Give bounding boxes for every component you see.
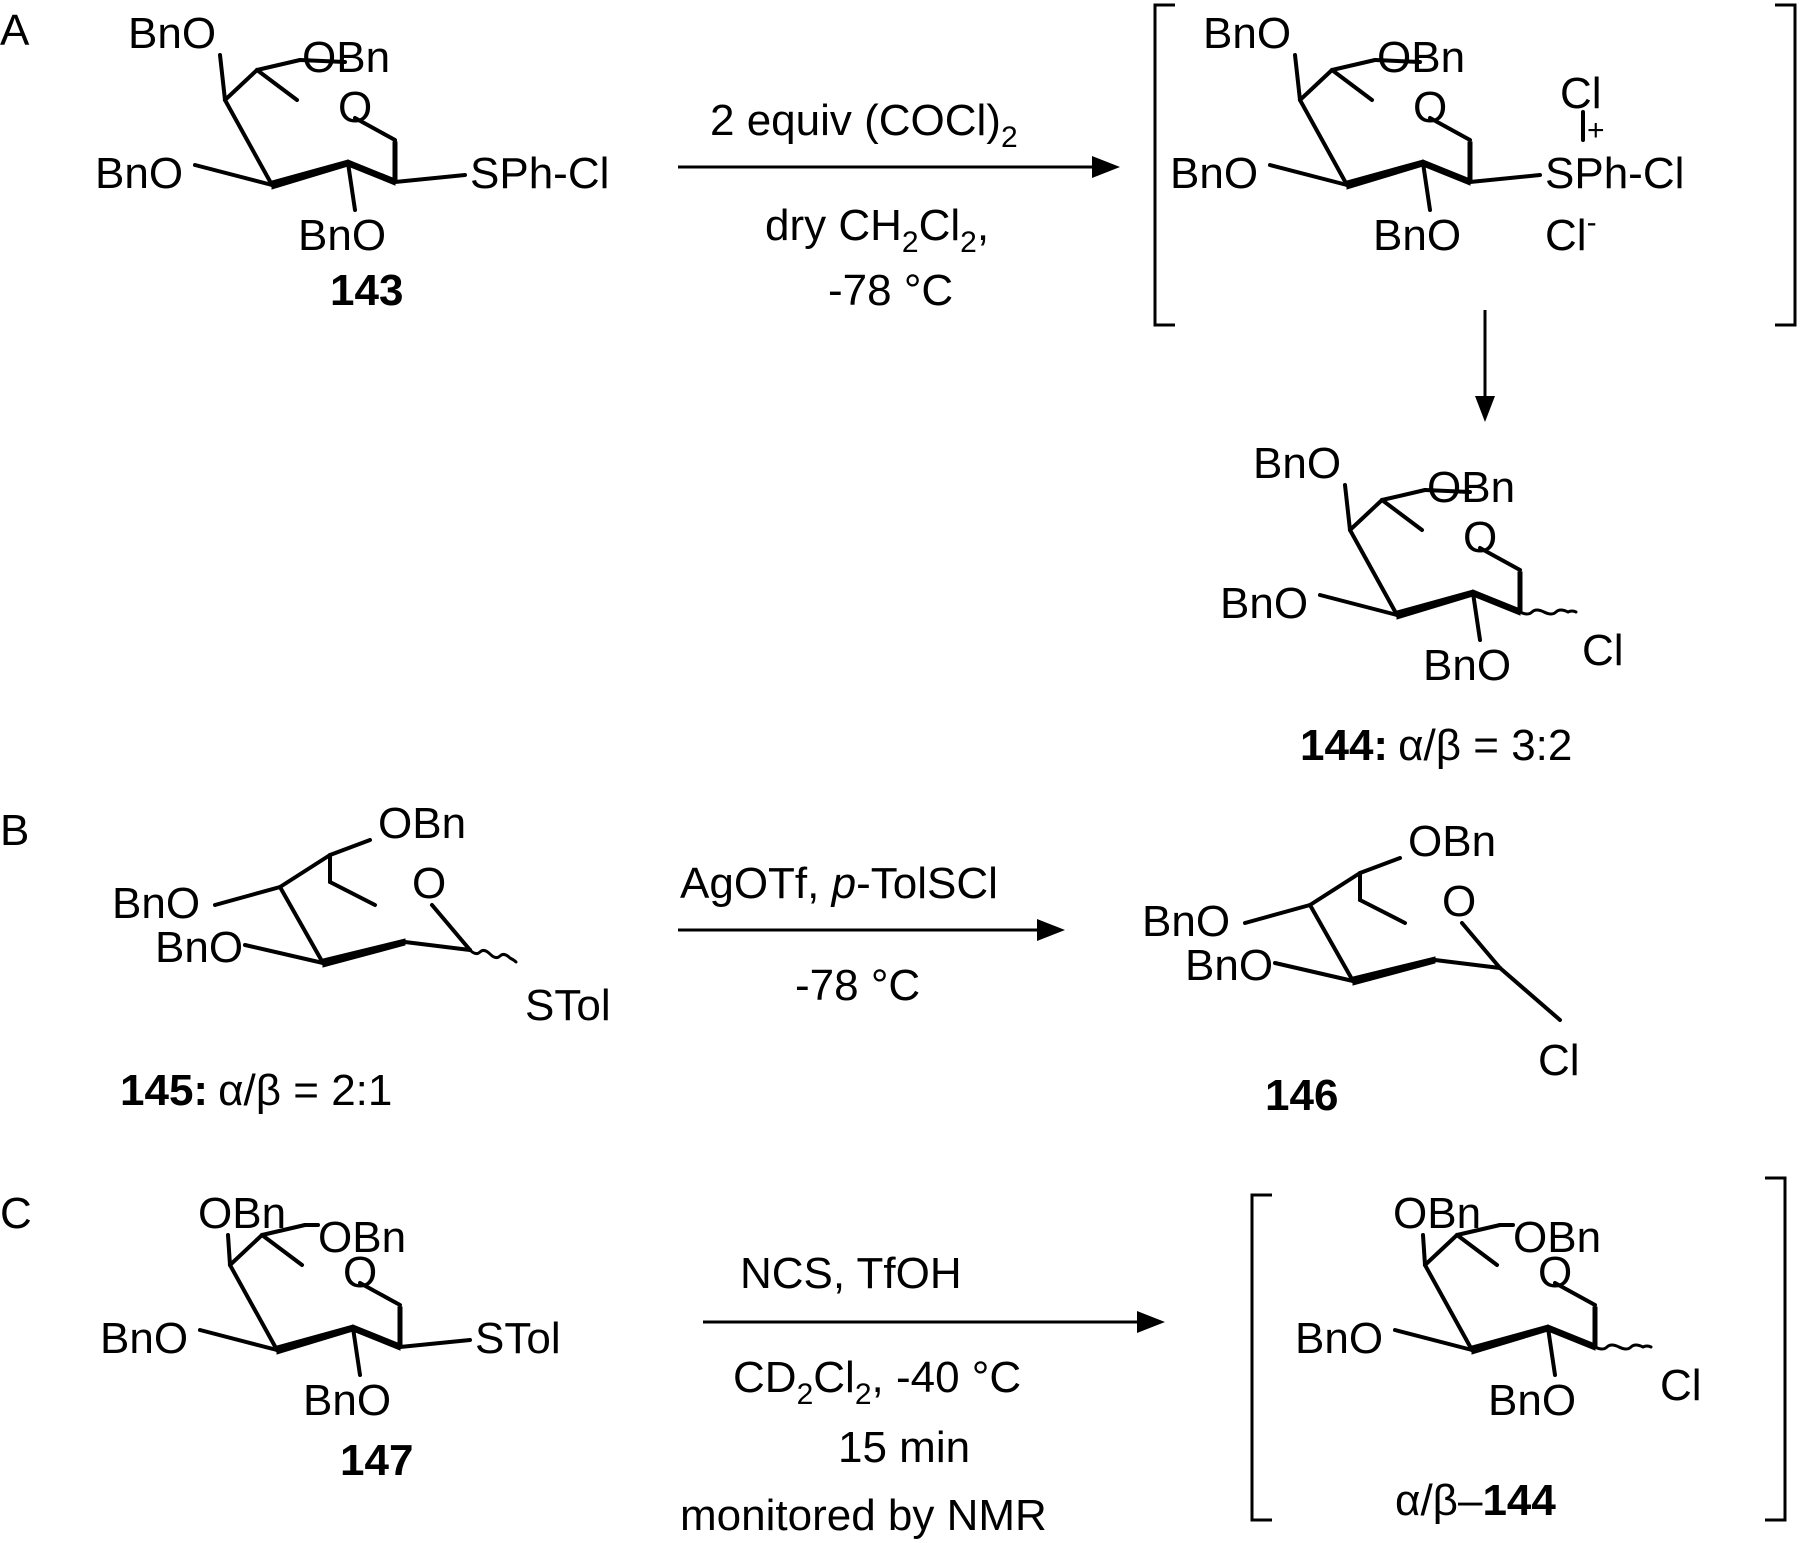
stol-label: STol	[475, 1314, 561, 1363]
structure-146: OBn O BnO BnO Cl 146	[1142, 817, 1580, 1120]
cl-label: Cl	[1582, 626, 1624, 675]
bno-label: BnO	[303, 1376, 391, 1425]
chloride-ion: Cl-	[1545, 206, 1597, 260]
bno-label: BnO	[155, 923, 243, 972]
compound-147-label: 147	[340, 1436, 413, 1485]
bno-label: BnO	[95, 149, 183, 198]
obn-label: OBn	[302, 33, 390, 82]
panel-label-c: C	[0, 1189, 32, 1238]
structure-144: BnO OBn O BnO BnO Cl 144:α/β = 3:2	[1220, 439, 1624, 770]
panel-label-a: A	[0, 6, 30, 55]
bno-label: BnO	[112, 879, 200, 928]
ring-o-label: O	[1463, 513, 1497, 562]
reagent-b-line1: AgOTf, p-TolSCl	[680, 859, 998, 908]
reaction-arrow-a: 2 equiv (COCl)2 dry CH2Cl2, -78 °C	[678, 96, 1120, 315]
bno-label: BnO	[298, 211, 386, 260]
bno-label: BnO	[100, 1314, 188, 1363]
bno-label: BnO	[1253, 439, 1341, 488]
reaction-arrow-down	[1475, 310, 1495, 422]
bno-label: BnO	[1185, 941, 1273, 990]
obn-label: OBn	[1427, 463, 1515, 512]
obn-label: OBn	[1393, 1189, 1481, 1238]
bno-label: BnO	[1373, 211, 1461, 260]
reagent-c-line3: 15 min	[838, 1423, 970, 1472]
ring-o-label: O	[412, 859, 446, 908]
obn-label: OBn	[1513, 1213, 1601, 1262]
ring-o-label: O	[1538, 1248, 1572, 1297]
sphcl-label: SPh-Cl	[1545, 149, 1684, 198]
ring-o-label: O	[1442, 877, 1476, 926]
plus-charge: +	[1587, 114, 1605, 147]
reagent-a-line1: 2 equiv (COCl)2	[710, 96, 1018, 154]
reagent-c-line4: monitored by NMR	[680, 1491, 1047, 1540]
reaction-arrow-b: AgOTf, p-TolSCl -78 °C	[678, 859, 1065, 1010]
intermediate-sulfonium: BnO OBn O BnO BnO SPh-Cl Cl + Cl-	[1153, 3, 1797, 327]
reagent-b-line2: -78 °C	[795, 961, 920, 1010]
structure-147: OBn OBn O BnO BnO STol 147	[100, 1189, 561, 1485]
ring-o-label: O	[338, 83, 372, 132]
obn-label: OBn	[318, 1213, 406, 1262]
structure-144-bracketed: OBn OBn O BnO BnO Cl α/β–144	[1250, 1176, 1787, 1525]
compound-144-label: 144:α/β = 3:2	[1300, 721, 1572, 770]
cl-label: Cl	[1660, 1361, 1702, 1410]
compound-143-label: 143	[330, 266, 403, 315]
bno-label: BnO	[1488, 1376, 1576, 1425]
obn-label: OBn	[198, 1189, 286, 1238]
cl-label: Cl	[1560, 69, 1602, 118]
compound-146-label: 146	[1265, 1071, 1338, 1120]
reagent-c-line1: NCS, TfOH	[740, 1249, 962, 1298]
cl-label: Cl	[1538, 1036, 1580, 1085]
compound-145-label: 145:α/β = 2:1	[120, 1066, 392, 1115]
bno-label: BnO	[1170, 149, 1258, 198]
structure-143: BnO OBn O BnO BnO SPh-Cl 143	[95, 9, 609, 315]
reagent-a-line2: dry CH2Cl2,	[765, 201, 989, 259]
sphcl-label: SPh-Cl	[470, 149, 609, 198]
reaction-arrow-c: NCS, TfOH CD2Cl2, -40 °C 15 min monitore…	[680, 1249, 1165, 1540]
bno-label: BnO	[1220, 579, 1308, 628]
obn-label: OBn	[1377, 33, 1465, 82]
obn-label: OBn	[378, 799, 466, 848]
structure-145: OBn O BnO BnO STol 145:α/β = 2:1	[112, 799, 611, 1115]
bno-label: BnO	[1142, 897, 1230, 946]
bno-label: BnO	[128, 9, 216, 58]
bno-label: BnO	[1423, 641, 1511, 690]
stol-label: STol	[525, 981, 611, 1030]
panel-label-b: B	[0, 806, 29, 855]
ring-o-label: O	[1413, 83, 1447, 132]
compound-144b-label: α/β–144	[1395, 1476, 1556, 1525]
reagent-a-line3: -78 °C	[828, 266, 953, 315]
ring-o-label: O	[343, 1248, 377, 1297]
reagent-c-line2: CD2Cl2, -40 °C	[733, 1353, 1021, 1411]
bno-label: BnO	[1295, 1314, 1383, 1363]
bno-label: BnO	[1203, 9, 1291, 58]
obn-label: OBn	[1408, 817, 1496, 866]
